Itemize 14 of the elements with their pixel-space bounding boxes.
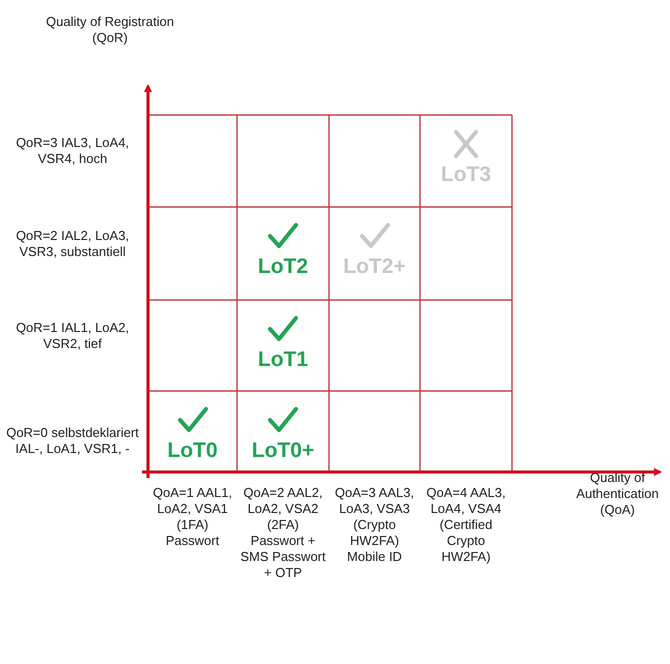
level-label: LoT2: [258, 255, 308, 279]
column-label: QoA=1 AAL1, LoA2, VSA1 (1FA) Passwort: [152, 485, 234, 549]
axis-title: Quality of Registration (QoR): [45, 14, 175, 46]
row-label: QoR=0 selbstdeklariert IAL-, LoA1, VSR1, -: [5, 425, 140, 457]
column-label: QoA=3 AAL3, LoA3, VSA3 (Crypto HW2FA) Mobile ID: [334, 485, 416, 565]
row-label: QoR=2 IAL2, LoA3, VSR3, substantiell: [14, 228, 130, 260]
column-label: QoA=2 AAL2, LoA2, VSA2 (2FA) Passwort + SMS Passwort + OTP: [239, 485, 327, 581]
axis-title: Quality of Authentication (QoA): [575, 470, 660, 518]
column-label: QoA=4 AAL3, LoA4, VSA4 (Certified Crypto HW2FA): [425, 485, 507, 565]
level-label: LoT0: [167, 439, 218, 463]
level-label: LoT0+: [252, 439, 314, 463]
row-label: QoR=3 IAL3, LoA4, VSR4, hoch: [14, 135, 130, 167]
row-label: QoR=1 IAL1, LoA2, VSR2, tief: [14, 320, 130, 352]
level-label: LoT1: [258, 348, 308, 372]
